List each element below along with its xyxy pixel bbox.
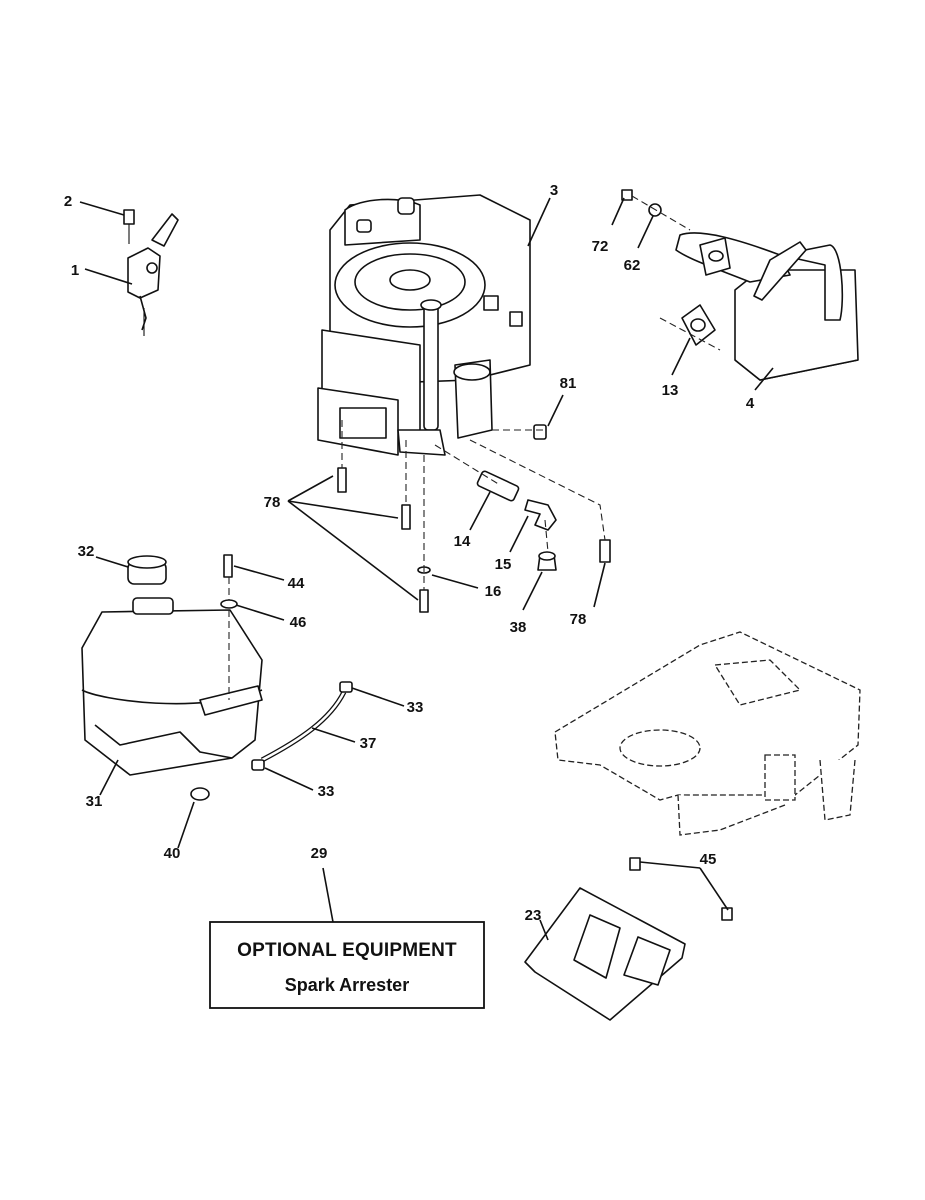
fuel-fittings <box>337 420 611 613</box>
spark-arrester <box>524 857 733 1021</box>
leader-lines <box>79 197 774 941</box>
callout-2: 2 <box>64 193 72 210</box>
frame <box>554 631 861 836</box>
callout-32: 32 <box>78 543 95 560</box>
optional-equipment-title: OPTIONAL EQUIPMENT <box>237 940 457 961</box>
callout-78-right: 78 <box>570 611 587 628</box>
callout-4: 4 <box>746 395 755 412</box>
throttle-control <box>123 209 179 336</box>
callout-62: 62 <box>624 257 641 274</box>
callout-72: 72 <box>592 238 609 255</box>
callout-14: 14 <box>454 533 471 550</box>
callout-40: 40 <box>164 845 181 862</box>
muffler-assembly <box>621 189 859 381</box>
callout-33-bottom: 33 <box>318 783 335 800</box>
callout-33-top: 33 <box>407 699 424 716</box>
callout-23: 23 <box>525 907 542 924</box>
callout-45: 45 <box>700 851 717 868</box>
callout-37: 37 <box>360 735 377 752</box>
callout-78-left: 78 <box>264 494 281 511</box>
fuel-tank <box>81 554 353 801</box>
callout-29: 29 <box>311 845 328 862</box>
callout-labels: 2 1 3 72 62 13 4 81 78 14 15 16 38 78 32… <box>64 182 755 924</box>
callout-1: 1 <box>71 262 79 279</box>
engine <box>317 194 531 456</box>
callout-15: 15 <box>495 556 512 573</box>
callout-38: 38 <box>510 619 527 636</box>
callout-46: 46 <box>290 614 307 631</box>
optional-equipment-box: OPTIONAL EQUIPMENT Spark Arrester <box>209 921 485 1009</box>
callout-31: 31 <box>86 793 103 810</box>
spark-arrester-label: Spark Arrester <box>285 975 409 995</box>
callout-3: 3 <box>550 182 558 199</box>
callout-44: 44 <box>288 575 305 592</box>
callout-16: 16 <box>485 583 502 600</box>
callout-13: 13 <box>662 382 679 399</box>
callout-81: 81 <box>560 375 577 392</box>
